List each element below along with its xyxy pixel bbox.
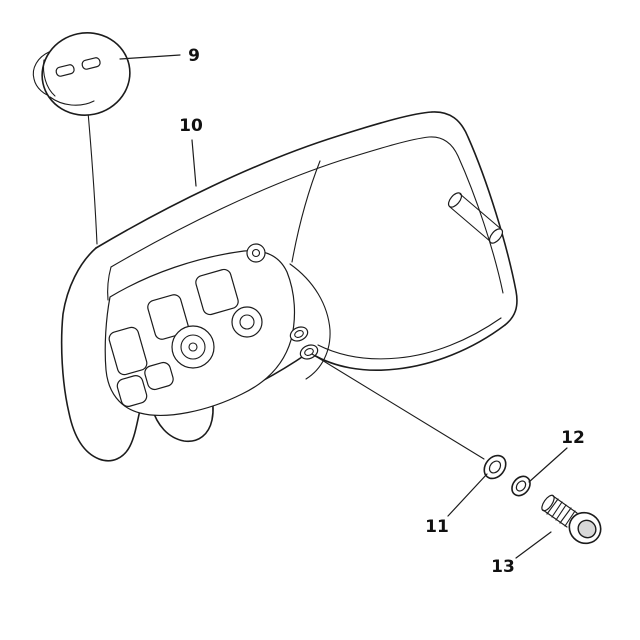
peg-base-ellipse: [447, 192, 463, 208]
callout-9-label: 9: [188, 46, 200, 66]
cover-round-hole: [231, 306, 263, 338]
cover-tensioner-hole: [171, 325, 215, 369]
screw-shank-side: [552, 495, 578, 514]
cover-corner-link-line: [107, 266, 112, 301]
screw-shank-side: [542, 509, 568, 528]
cover-right-edge: [431, 111, 518, 326]
screw-thread-line: [546, 498, 559, 515]
callout-9-leader-line: [119, 54, 181, 60]
cover-cutout-slot: [108, 326, 148, 376]
part-12-washer: [511, 475, 531, 497]
knob-underside-arc: [42, 59, 56, 97]
cover-guide-peg: [447, 192, 504, 244]
callout-13-label: 13: [491, 557, 515, 577]
washer-inner-ring: [488, 460, 502, 474]
callout-10-leader-line: [191, 139, 197, 187]
callout-11-label: 11: [425, 517, 449, 537]
knob-assembly-axis-line: [87, 111, 98, 245]
callout-10-label: 10: [179, 116, 203, 136]
cover-left-flange-edge: [60, 247, 141, 462]
screw-head-socket: [577, 519, 597, 539]
callout-12-leader-line: [528, 447, 568, 483]
cover-opening-rim-curve: [289, 263, 331, 380]
callout-11-leader-line: [447, 473, 488, 517]
cover-bolt-boss-hole: [294, 330, 304, 338]
cover-dome-contour-line: [291, 160, 321, 263]
knob-underside-arc: [49, 96, 95, 106]
cover-round-hole-inner: [239, 314, 255, 330]
cover-outer-top-edge: [95, 111, 433, 249]
cover-bolt-boss-hole: [304, 348, 314, 356]
cover-cutout-slot: [144, 361, 174, 391]
cover-bolt-boss: [299, 344, 319, 360]
cover-small-hole: [246, 243, 266, 263]
screw-thread-line: [551, 501, 563, 518]
callout-12-label: 12: [561, 428, 585, 448]
peg-side-line: [459, 193, 502, 230]
cover-cutout-slot: [195, 268, 239, 316]
callout-13-leader-line: [515, 531, 552, 559]
part-13-collar-screw: [541, 494, 602, 545]
part-11-washer: [483, 454, 507, 480]
peg-side-line: [449, 206, 492, 243]
screw-thread-line: [564, 510, 576, 527]
peg-end-cap: [488, 228, 504, 244]
part-9-knob: [32, 32, 131, 116]
cover-cutout-slot: [147, 294, 189, 340]
knob-stem-lug: [32, 51, 54, 98]
knob-grip-slot: [55, 64, 75, 77]
cover-bottom-right-edge: [311, 324, 506, 372]
cover-tensioner-hole-inner: [180, 334, 206, 360]
cover-small-hole-inner: [251, 248, 261, 258]
cover-bolt-boss: [289, 326, 309, 342]
cover-inner-bottom-rim-line: [317, 317, 502, 360]
screw-thread-line: [555, 504, 567, 521]
knob-grip-slot: [81, 57, 101, 70]
washer-inner-ring: [515, 480, 527, 492]
part-10-cover: [60, 111, 518, 462]
fastener-assembly-axis-line: [311, 353, 485, 460]
knob-body: [41, 32, 131, 116]
cover-tensioner-hub: [188, 342, 198, 352]
screw-thread-line: [559, 507, 572, 524]
cover-inner-rim-line: [110, 136, 504, 294]
cover-cutout-slot: [116, 375, 148, 407]
